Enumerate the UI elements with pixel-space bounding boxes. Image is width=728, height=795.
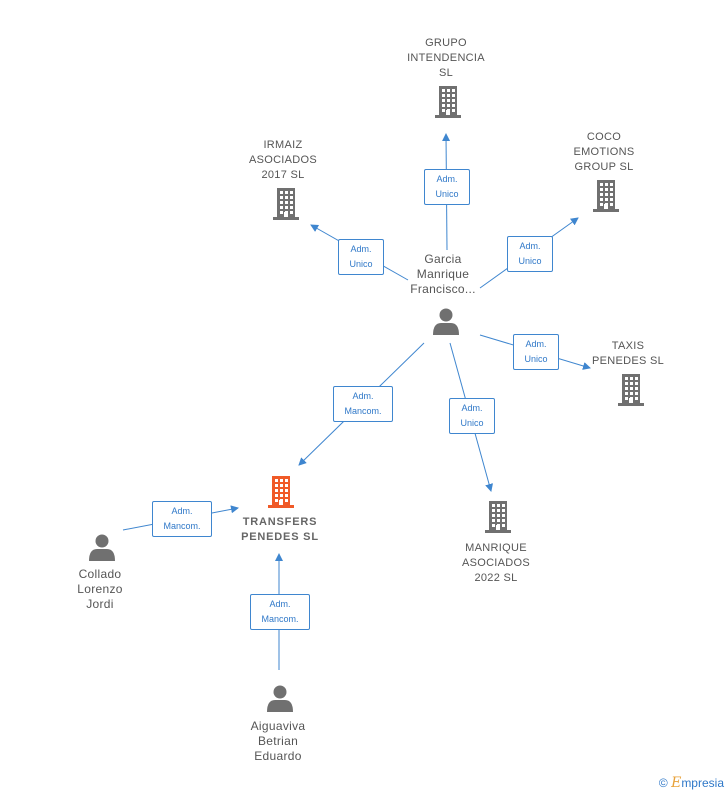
node-label-line: Collado <box>78 567 122 581</box>
node-label-transfers[interactable]: TRANSFERS PENEDES SL <box>220 515 340 545</box>
node-label-taxis[interactable]: TAXIS PENEDES SL <box>573 339 683 369</box>
edge-label-line: Adm. <box>525 339 547 349</box>
edge-label-line: Unico <box>524 354 548 364</box>
node-label-line: MANRIQUE <box>465 542 527 554</box>
node-label-line: IRMAIZ <box>263 139 303 151</box>
node-label-irmaiz[interactable]: IRMAIZ ASOCIADOS 2017 SL <box>228 138 338 183</box>
node-label-coco[interactable]: COCO EMOTIONS GROUP SL <box>549 130 659 175</box>
node-label-line: EMOTIONS <box>573 146 635 158</box>
node-label-line: PENEDES SL <box>591 355 665 367</box>
brand-initial: E <box>671 775 682 791</box>
brand-name: mpresia <box>681 776 724 790</box>
edge-label-line: Unico <box>349 259 373 269</box>
node-label-line: Garcia <box>424 252 462 266</box>
edge-label-line: Adm. <box>350 244 372 254</box>
node-label-line: Aiguaviva <box>250 719 306 733</box>
edge-label-line: Mancom. <box>344 406 382 416</box>
node-label-line: Eduardo <box>254 749 302 763</box>
person-icon-garcia[interactable] <box>433 308 459 336</box>
edge-label-line: Mancom. <box>163 521 201 531</box>
edge-label-line: Mancom. <box>261 614 299 624</box>
node-label-line: Betrian <box>257 734 299 748</box>
edge-label-line: Adm. <box>519 241 541 251</box>
node-label-line: 2022 SL <box>474 572 518 584</box>
node-label-line: SL <box>438 67 454 79</box>
node-label-line: INTENDENCIA <box>407 52 485 64</box>
edge-label-line: Adm. <box>436 174 458 184</box>
node-label-manrique[interactable]: MANRIQUE ASOCIADOS 2022 SL <box>441 541 551 586</box>
edge-label-line: Adm. <box>171 506 193 516</box>
edge-label-line: Adm. <box>461 403 483 413</box>
node-label-line: TRANSFERS <box>242 516 318 528</box>
building-icon-grupo[interactable] <box>435 86 461 118</box>
edge-label-line: Adm. <box>352 391 374 401</box>
person-icon-collado[interactable] <box>89 534 115 562</box>
node-label-line: Lorenzo <box>77 582 123 596</box>
edge-label-line: Adm. <box>269 599 291 609</box>
person-icon-aiguaviva[interactable] <box>267 685 293 713</box>
edge-label-line: Unico <box>460 418 484 428</box>
brand-watermark: © Empresia <box>659 775 724 791</box>
node-label-grupo[interactable]: GRUPO INTENDENCIA SL <box>391 36 501 81</box>
edge-label-garcia-grupo[interactable]: Adm. Unico <box>424 169 470 205</box>
node-label-line: TAXIS <box>611 340 645 352</box>
building-icon-taxis[interactable] <box>618 374 644 406</box>
edge-label-garcia-transfers[interactable]: Adm. Mancom. <box>333 386 393 422</box>
node-label-line: ASOCIADOS <box>248 154 318 166</box>
copyright-icon: © <box>658 776 668 790</box>
edge-label-line: Unico <box>435 189 459 199</box>
edge-label-garcia-taxis[interactable]: Adm. Unico <box>513 334 559 370</box>
node-label-line: ASOCIADOS <box>461 557 531 569</box>
node-label-line: Jordi <box>86 597 114 611</box>
node-label-line: Manrique <box>416 267 470 281</box>
edge-label-garcia-irmaiz[interactable]: Adm. Unico <box>338 239 384 275</box>
building-icon-manrique[interactable] <box>485 501 511 533</box>
edge-label-aiguaviva-transfers[interactable]: Adm. Mancom. <box>250 594 310 630</box>
edge-label-garcia-coco[interactable]: Adm. Unico <box>507 236 553 272</box>
building-icon-coco[interactable] <box>593 180 619 212</box>
edge-label-collado-transfers[interactable]: Adm. Mancom. <box>152 501 212 537</box>
edge-label-line: Unico <box>518 256 542 266</box>
node-label-line: 2017 SL <box>261 169 305 181</box>
node-label-line: GRUPO <box>425 37 467 49</box>
node-label-line: Francisco... <box>410 282 476 296</box>
node-label-line: PENEDES SL <box>241 531 319 543</box>
building-icon-irmaiz[interactable] <box>273 188 299 220</box>
building-icon-transfers[interactable] <box>268 476 294 508</box>
edge-label-garcia-manrique[interactable]: Adm. Unico <box>449 398 495 434</box>
node-label-line: GROUP SL <box>574 161 634 173</box>
node-label-line: COCO <box>586 131 622 143</box>
